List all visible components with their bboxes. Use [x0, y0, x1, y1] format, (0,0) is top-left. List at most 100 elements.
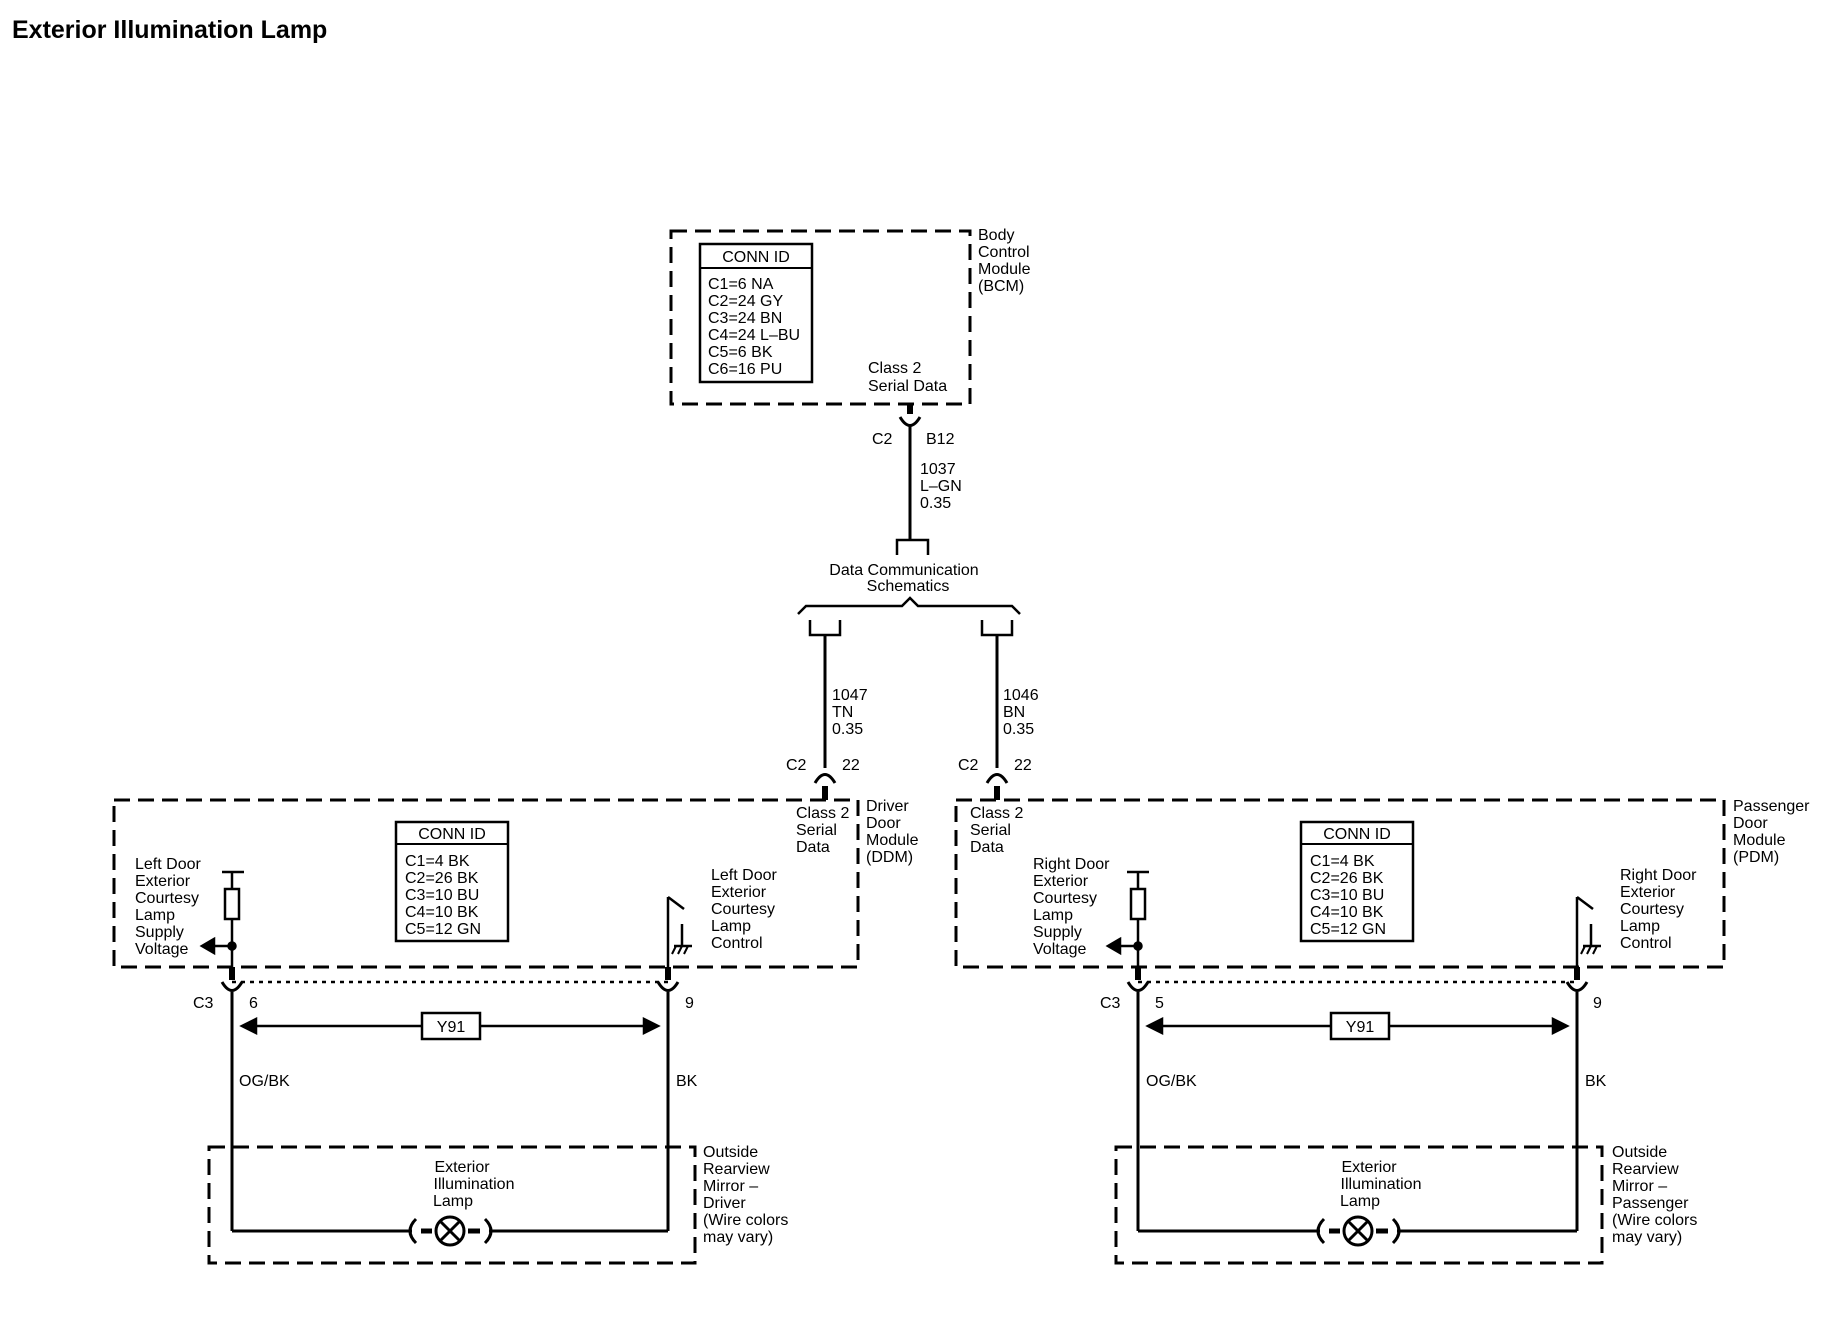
ddm-supply-label: Exterior: [135, 873, 191, 890]
pdm-class2-label: Serial: [970, 822, 1011, 839]
splice-top-cap: [895, 538, 930, 555]
pdm-class2-label: Class 2: [970, 805, 1023, 822]
bcm-conn-row: C3=24 BN: [708, 310, 782, 327]
bcm-conn-row: C1=6 NA: [708, 276, 774, 293]
ddm-c3-pin-supply: 6: [249, 995, 258, 1012]
pdm-supply-label: Voltage: [1033, 941, 1086, 958]
ddm-module-label: (DDM): [866, 849, 913, 866]
ddm-control-label: Courtesy: [711, 901, 775, 918]
wire-1037-label: L–GN: [920, 478, 962, 495]
pdm-c3-pin9-connector: [1565, 981, 1589, 992]
ddm-control-label: Exterior: [711, 884, 767, 901]
pdm-conn-row: C5=12 GN: [1310, 921, 1386, 938]
wire-1046-label: 0.35: [1003, 721, 1034, 738]
ddm-c3-connector-id: C3: [193, 995, 214, 1012]
pdm-module-boundary: [954, 798, 1726, 969]
ddm-c2-connector-id: C2: [786, 757, 807, 774]
mirror-driver-label: Rearview: [703, 1161, 770, 1178]
bcm-conn-id-box: [698, 242, 814, 384]
ddm-control-switch: [667, 896, 685, 910]
data-comm-brace: [797, 596, 1021, 615]
pdm-wire-bk-label: BK: [1585, 1073, 1607, 1090]
data-comm-label: Data Communication: [829, 562, 978, 579]
ddm-c3-pin6-connector: [220, 981, 244, 992]
bcm-module-boundary: [669, 229, 972, 406]
bcm-module-label: (BCM): [978, 278, 1024, 295]
pdm-supply-label: Right Door: [1033, 856, 1110, 873]
pdm-module-label: Door: [1733, 815, 1768, 832]
ddm-class2-label: Class 2: [796, 805, 849, 822]
ddm-module-label: Door: [866, 815, 901, 832]
driver-lamp-label: Exterior: [434, 1159, 490, 1176]
ddm-supply-label: Left Door: [135, 856, 201, 873]
bcm-pin-number: B12: [926, 431, 955, 448]
ddm-module-label: Module: [866, 832, 919, 849]
pdm-conn-row: C2=26 BK: [1310, 870, 1384, 887]
passenger-lamp-bulb: [1342, 1215, 1374, 1247]
wire-1046-label: BN: [1003, 704, 1025, 721]
passenger-lamp-label: Illumination: [1341, 1176, 1422, 1193]
wire-1047-label: 0.35: [832, 721, 863, 738]
ddm-supply-label: Lamp: [135, 907, 175, 924]
ddm-class2-label: Data: [796, 839, 830, 856]
page-title: Exterior Illumination Lamp: [12, 16, 328, 44]
pdm-supply-arrow: [1105, 936, 1122, 956]
mirror-driver-boundary: [207, 1145, 697, 1265]
ddm-c3-pin-control: 9: [685, 995, 694, 1012]
pdm-c3-pin-control: 9: [1593, 995, 1602, 1012]
pdm-supply-label: Lamp: [1033, 907, 1073, 924]
bcm-module-label: Control: [978, 244, 1030, 261]
ddm-control-label: Control: [711, 935, 763, 952]
pdm-supply-resistor: [1129, 887, 1147, 921]
pdm-control-label: Right Door: [1620, 867, 1697, 884]
bcm-connector-symbol: [898, 416, 922, 427]
pdm-conn-id-box: [1299, 820, 1415, 943]
mirror-passenger-label: (Wire colors: [1612, 1212, 1697, 1229]
driver-lamp-label: Illumination: [434, 1176, 515, 1193]
pdm-conn-row: C3=10 BU: [1310, 887, 1384, 904]
bcm-conn-row: C5=6 BK: [708, 344, 773, 361]
bcm-connector-id: C2: [872, 431, 893, 448]
pdm-supply-label: Supply: [1033, 924, 1082, 941]
bcm-conn-row: C6=16 PU: [708, 361, 782, 378]
pdm-module-label: Module: [1733, 832, 1786, 849]
ddm-control-label: Lamp: [711, 918, 751, 935]
pdm-conn-row: C4=10 BK: [1310, 904, 1384, 921]
ddm-c2-pin-number: 22: [842, 757, 860, 774]
pdm-supply-label: Courtesy: [1033, 890, 1097, 907]
ddm-class2-label: Serial: [796, 822, 837, 839]
ddm-supply-arrow: [199, 936, 216, 956]
driver-lamp-label: Lamp: [433, 1193, 473, 1210]
data-comm-label: Schematics: [867, 578, 950, 595]
bcm-pin-label: Serial Data: [868, 378, 947, 395]
mirror-passenger-label: Outside: [1612, 1144, 1667, 1161]
bcm-conn-row: C2=24 GY: [708, 293, 783, 310]
mirror-driver-label: may vary): [703, 1229, 773, 1246]
ddm-supply-label: Courtesy: [135, 890, 199, 907]
mirror-driver-label: Outside: [703, 1144, 758, 1161]
pdm-control-label: Control: [1620, 935, 1672, 952]
ddm-supply-label: Supply: [135, 924, 184, 941]
split-right-cap: [980, 620, 1014, 637]
pdm-module-label: (PDM): [1733, 849, 1779, 866]
mirror-passenger-label: Mirror –: [1612, 1178, 1667, 1195]
pdm-class2-label: Data: [970, 839, 1004, 856]
ddm-supply-resistor: [223, 887, 241, 921]
ddm-module-label: Driver: [866, 798, 909, 815]
ddm-conn-row: C3=10 BU: [405, 887, 479, 904]
ddm-conn-row: C5=12 GN: [405, 921, 481, 938]
ddm-wire-og-bk-label: OG/BK: [239, 1073, 290, 1090]
pdm-c3-connector-id: C3: [1100, 995, 1121, 1012]
ddm-module-boundary: [112, 798, 860, 969]
pdm-y91-box: [1329, 1011, 1391, 1041]
bcm-pin-label: Class 2: [868, 360, 921, 377]
mirror-passenger-boundary: [1114, 1145, 1604, 1265]
pdm-class2-connector: [985, 773, 1009, 784]
pdm-c3-pin5-connector: [1126, 981, 1150, 992]
pdm-c3-pin-supply: 5: [1155, 995, 1164, 1012]
ddm-conn-row: C1=4 BK: [405, 853, 470, 870]
passenger-lamp-label: Exterior: [1341, 1159, 1397, 1176]
mirror-driver-label: Driver: [703, 1195, 746, 1212]
wire-1047-label: 1047: [832, 687, 868, 704]
